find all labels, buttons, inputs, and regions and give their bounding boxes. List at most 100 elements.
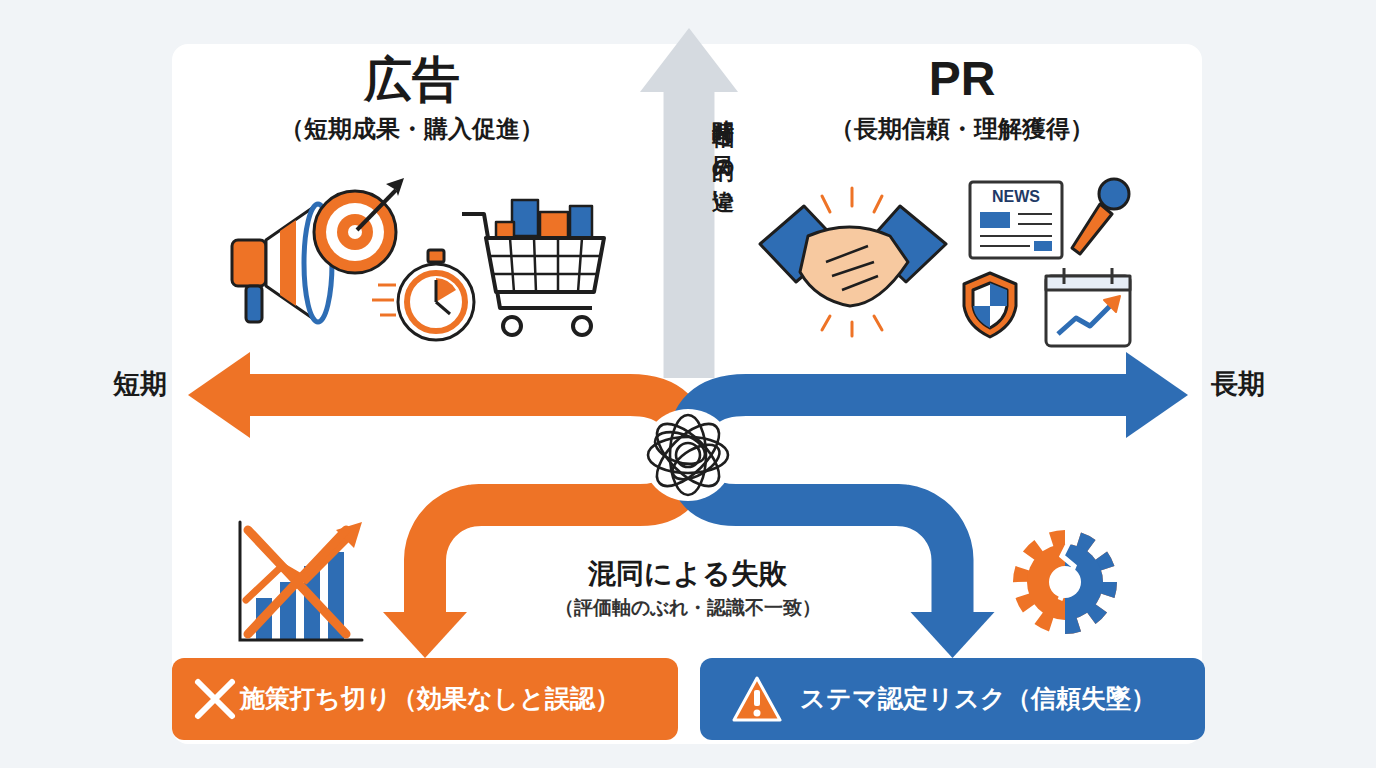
megaphone-icon — [280, 220, 296, 306]
handshake-icon — [851, 322, 854, 336]
status-icon — [732, 674, 782, 724]
shopping-cart-icon — [512, 200, 538, 236]
tangle-knot — [676, 443, 700, 467]
shopping-cart-icon — [503, 317, 521, 335]
calendar-chart-icon — [1104, 296, 1120, 312]
tangle-knot — [651, 426, 709, 470]
stopwatch-icon — [428, 250, 444, 262]
stopwatch-icon — [398, 264, 474, 340]
tangle-knot — [647, 414, 729, 496]
handshake-icon — [822, 196, 830, 212]
outcome-box: 施策打ち切り（効果なしと誤認） — [172, 658, 678, 740]
target-icon — [386, 178, 404, 196]
section-heading: PR — [812, 48, 1112, 110]
time-axis-arrow — [688, 395, 1131, 450]
section-heading: 広告 — [262, 48, 562, 110]
tangle-knot — [647, 414, 729, 496]
node-title: ステマ認定リスク（信頼失墜） — [800, 658, 1156, 740]
stopwatch-icon — [372, 250, 474, 340]
broken-gear-icon — [1065, 538, 1109, 626]
warning-icon — [754, 690, 760, 706]
shopping-cart-icon — [486, 238, 604, 292]
megaphone-icon — [246, 286, 262, 322]
failed-chart-icon — [248, 530, 346, 634]
tangle-knot — [642, 409, 734, 501]
handshake-icon — [874, 196, 882, 212]
time-axis-arrow — [188, 352, 250, 438]
time-axis-arrow — [245, 395, 688, 450]
tangle-knot — [667, 438, 725, 487]
stopwatch-icon — [436, 278, 456, 302]
section-subtitle: （短期成果・購入促進） — [242, 114, 582, 145]
tangle-knot — [648, 437, 728, 473]
node-title: 時間軸と目的の違い — [640, 102, 738, 204]
stopwatch-icon — [380, 314, 396, 317]
microphone-icon — [1072, 179, 1129, 254]
time-axis-arrow — [1126, 352, 1188, 438]
status-icon — [190, 674, 240, 724]
target-icon — [357, 190, 396, 230]
arrow-head — [911, 612, 995, 658]
failure-hub: 混同による失敗（評価軸のぶれ・認識不一致） — [545, 415, 830, 630]
handshake-icon — [800, 227, 908, 306]
stopwatch-icon — [436, 302, 450, 314]
calendar-chart-icon — [1063, 268, 1066, 284]
newspaper-icon — [980, 235, 1052, 237]
newspaper-icon — [1034, 241, 1052, 251]
flow-arrow — [383, 505, 545, 658]
stopwatch-icon — [372, 299, 394, 302]
handshake-icon — [874, 316, 882, 330]
newspaper-icon — [1018, 213, 1052, 215]
shield-icon — [964, 273, 1016, 337]
flow-arrow — [830, 505, 995, 658]
stopwatch-icon — [378, 284, 396, 287]
calendar-chart-icon — [1058, 302, 1114, 334]
broken-gear-icon — [1060, 532, 1074, 600]
megaphone-icon — [232, 240, 266, 286]
arrow-shaft — [425, 505, 545, 614]
arrow-shaft — [830, 505, 953, 614]
warning-icon — [734, 678, 780, 720]
warning-icon — [754, 710, 761, 717]
microphone-icon — [1072, 204, 1112, 254]
failed-chart-icon — [240, 522, 362, 640]
axis-end-label: 長期 — [1190, 366, 1286, 401]
tangle-knot — [670, 415, 706, 495]
target-icon — [314, 178, 404, 273]
axis-end-label: 短期 — [92, 366, 188, 401]
shield-icon — [973, 283, 1007, 328]
node-title: 施策打ち切り（効果なしと誤認） — [240, 658, 620, 740]
handshake-icon — [822, 316, 830, 330]
failed-chart-icon — [240, 522, 362, 640]
stopwatch-icon — [435, 280, 438, 302]
newspaper-icon — [1018, 223, 1052, 225]
newspaper-icon — [980, 212, 1010, 228]
broken-gear-icon — [1065, 544, 1103, 620]
shield-icon — [973, 306, 990, 328]
calendar-chart-icon — [1046, 276, 1130, 290]
shopping-cart-icon — [496, 222, 514, 238]
arrow-shape — [640, 28, 738, 378]
shopping-cart-icon — [570, 206, 592, 238]
cross-icon — [198, 682, 232, 716]
shopping-cart-icon — [462, 200, 604, 335]
broken-gear-icon — [1065, 538, 1109, 626]
node-title: 混同による失敗 — [588, 555, 787, 593]
newspaper-icon — [970, 182, 1062, 258]
stopwatch-icon — [407, 273, 465, 331]
icon-caption: NEWS — [981, 186, 1051, 207]
calendar-chart-icon — [1046, 276, 1130, 346]
newspaper-icon — [970, 182, 1062, 258]
calendar-chart-icon — [1046, 268, 1130, 346]
shopping-cart-icon — [490, 238, 600, 292]
handshake-icon — [826, 246, 878, 290]
shopping-cart-icon — [573, 317, 591, 335]
axis-arrow-box: 時間軸と目的の違い — [640, 28, 738, 378]
outcome-box: ステマ認定リスク（信頼失墜） — [700, 658, 1205, 740]
shield-icon — [990, 283, 1007, 306]
handshake-icon — [760, 188, 946, 336]
shield-icon — [964, 273, 1016, 337]
microphone-icon — [1099, 179, 1129, 209]
